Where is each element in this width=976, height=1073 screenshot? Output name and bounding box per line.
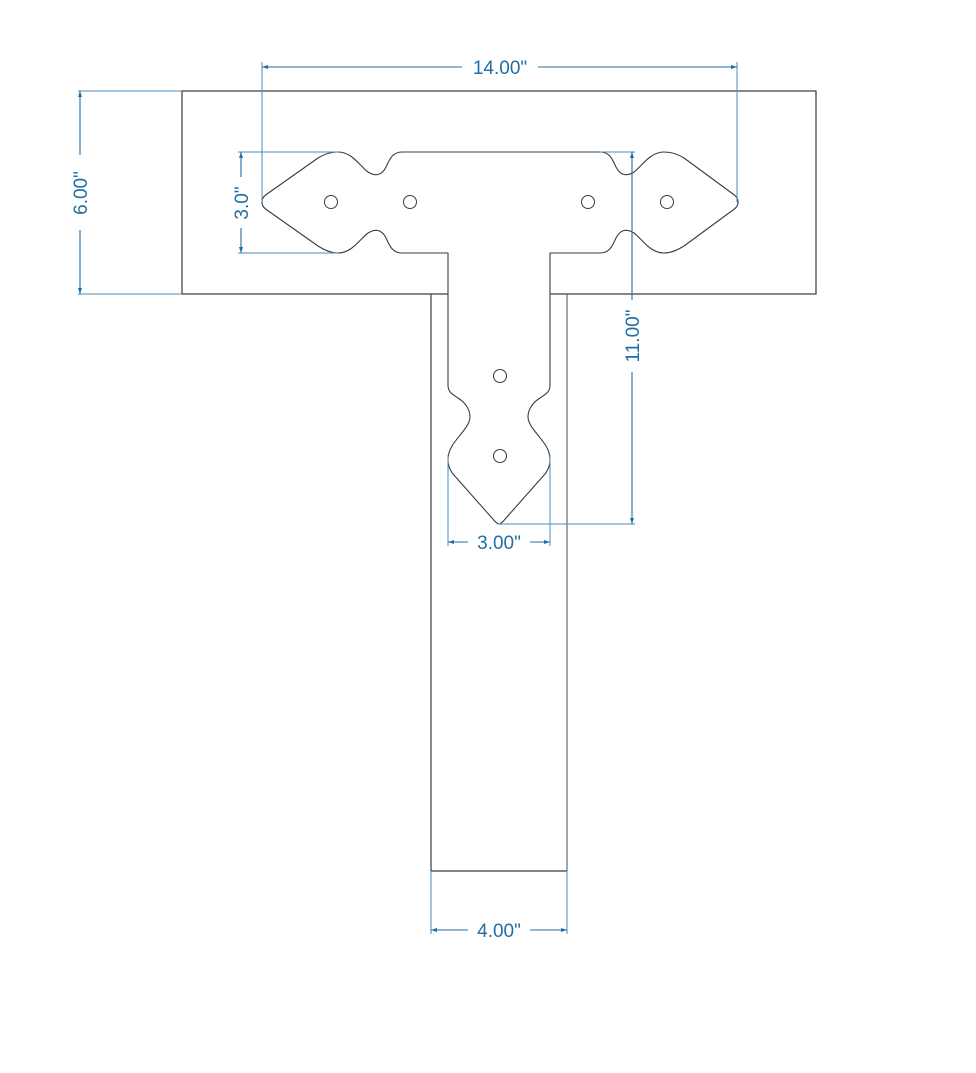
dimension-post-width: 4.00": [430, 871, 568, 942]
hole-icon: [493, 449, 507, 463]
vertical-post: [430, 294, 568, 872]
t-strap-plate: [261, 151, 739, 525]
dimension-label-stem-width: 3.00": [477, 533, 521, 554]
hole-icon: [581, 195, 595, 209]
dimension-label-arm-height: 3.0": [232, 186, 253, 219]
dimension-stem-width: 3.00": [447, 455, 551, 554]
hole-icon: [493, 369, 507, 383]
hole-icon: [324, 195, 338, 209]
hole-icon: [660, 195, 674, 209]
dimension-plate-height: 11.00": [499, 151, 644, 525]
dimension-arm-height: 3.0": [232, 151, 338, 254]
mounting-holes: [324, 195, 674, 463]
dimension-board-height: 6.00": [71, 90, 182, 295]
dimension-label-plate-width: 14.00": [473, 58, 527, 79]
dimension-label-post-width: 4.00": [477, 921, 521, 942]
dimension-label-board-height: 6.00": [71, 171, 92, 215]
hole-icon: [403, 195, 417, 209]
dimension-plate-width: 14.00": [261, 58, 738, 202]
dimension-label-plate-height: 11.00": [623, 310, 644, 363]
